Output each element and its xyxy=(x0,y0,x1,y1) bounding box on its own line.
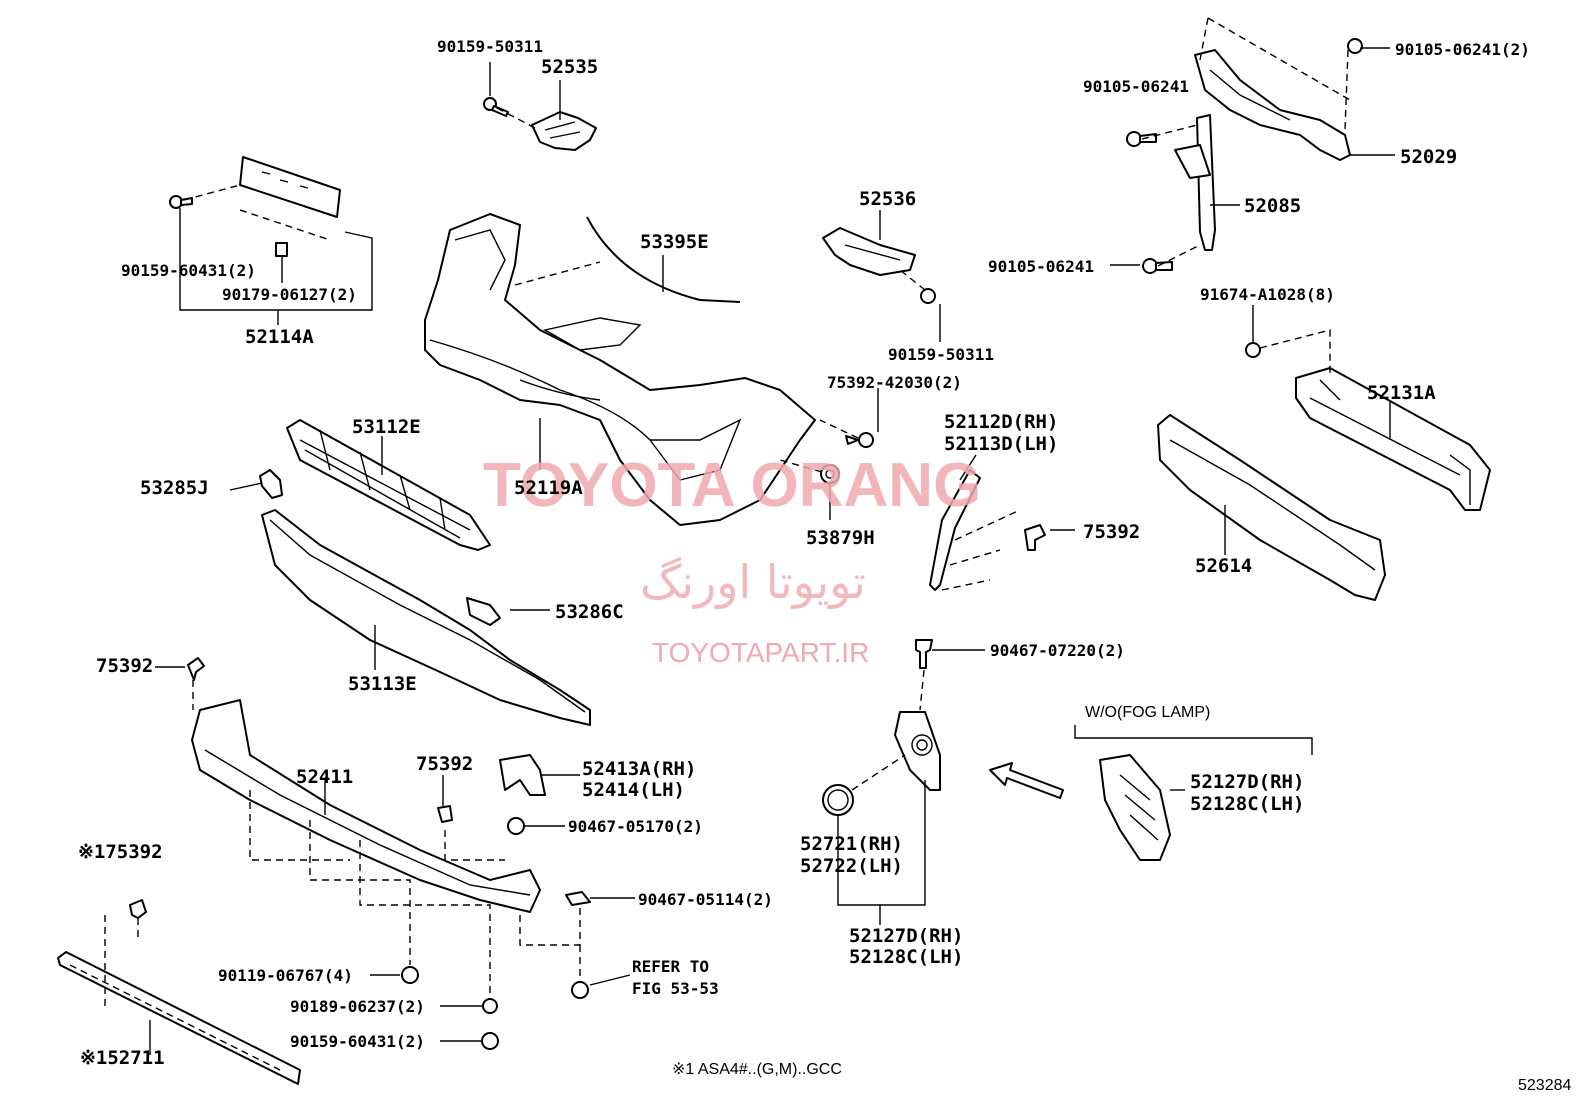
label-52114a: 52114A xyxy=(245,326,314,348)
part-labels: 90159-50311 52535 90159-60431(2) 90179-0… xyxy=(78,37,1571,1094)
part-52614 xyxy=(1157,414,1386,601)
label-52414: 52414(LH) xyxy=(582,779,685,801)
watermark-url: TOYOTAPART.IR xyxy=(652,637,869,668)
nut-53879h xyxy=(820,464,840,484)
label-75392-42030: 75392-42030(2) xyxy=(827,373,962,392)
label-52085: 52085 xyxy=(1244,195,1301,217)
watermark-brand-fa: تویوتا اورنگ xyxy=(640,555,866,610)
part-53112e xyxy=(286,419,491,551)
part-52029 xyxy=(1194,49,1351,161)
clip-90467-05170 xyxy=(507,817,525,835)
part-52536 xyxy=(822,227,936,304)
label-53112e: 53112E xyxy=(352,416,421,438)
label-90179-06127: 90179-06127(2) xyxy=(222,285,357,304)
part-52131a xyxy=(1245,342,1491,511)
label-90105-06241-c: 90105-06241 xyxy=(988,257,1094,276)
label-90119-06767: 90119-06767(4) xyxy=(218,966,353,985)
clip-75392-c xyxy=(437,805,453,823)
label-52711: ※152711 xyxy=(80,1047,165,1069)
label-refer-to: REFER TO xyxy=(632,957,709,976)
part-53285j xyxy=(259,469,283,499)
label-52131a: 52131A xyxy=(1367,382,1436,404)
part-53286c xyxy=(466,597,501,626)
label-52535: 52535 xyxy=(541,56,598,78)
part-52413a xyxy=(499,754,546,796)
label-90159-60431-b: 90159-60431(2) xyxy=(290,1032,425,1051)
label-53286c: 53286C xyxy=(555,601,624,623)
leader-lines xyxy=(149,47,1395,1055)
label-90467-05114: 90467-05114(2) xyxy=(638,890,773,909)
clip-75392-d xyxy=(129,899,147,919)
figure-number: 523284 xyxy=(1518,1077,1571,1094)
label-75392-b: 75392 xyxy=(96,655,153,677)
label-53113e: 53113E xyxy=(348,673,417,695)
label-52128c-a: 52128C(LH) xyxy=(1190,793,1304,815)
label-53285j: 53285J xyxy=(140,477,209,499)
bolts-90105-06241 xyxy=(1126,38,1363,274)
label-90189-06237: 90189-06237(2) xyxy=(290,997,425,1016)
label-91674-a1028: 91674-A1028(8) xyxy=(1200,285,1335,304)
label-52113d: 52113D(LH) xyxy=(944,433,1058,455)
label-90105-06241-a: 90105-06241(2) xyxy=(1395,40,1530,59)
part-wo-fog-cover xyxy=(1099,754,1171,861)
label-52127d-a: 52127D(RH) xyxy=(1190,771,1304,793)
assembly-dash-lines xyxy=(104,17,1351,1010)
part-52411 xyxy=(191,699,541,913)
label-52112d: 52112D(RH) xyxy=(944,411,1058,433)
part-52114a xyxy=(169,156,341,257)
label-52722: 52722(LH) xyxy=(800,855,903,877)
label-52413a: 52413A(RH) xyxy=(582,758,696,780)
part-52119a xyxy=(424,213,816,526)
label-90105-06241-b: 90105-06241 xyxy=(1083,77,1189,96)
part-52085 xyxy=(1174,114,1216,251)
label-90467-07220: 90467-07220(2) xyxy=(990,641,1125,660)
label-52411: 52411 xyxy=(296,766,353,788)
part-52711 xyxy=(57,951,301,1085)
label-53879h: 53879H xyxy=(806,527,875,549)
label-52614: 52614 xyxy=(1195,555,1252,577)
clip-75392-a xyxy=(1024,524,1046,551)
label-75392-a: 75392 xyxy=(1083,521,1140,543)
label-52721: 52721(RH) xyxy=(800,833,903,855)
bolts-lower xyxy=(401,966,589,1050)
label-52029: 52029 xyxy=(1400,146,1457,168)
clip-75392-42030 xyxy=(845,432,874,448)
footnote: ※1 ASA4#..(G,M)..GCC xyxy=(672,1061,842,1078)
label-90159-60431-a: 90159-60431(2) xyxy=(121,261,256,280)
clip-75392-b xyxy=(187,657,205,681)
label-75392-d: ※175392 xyxy=(78,841,163,863)
label-52127d-b: 52127D(RH) xyxy=(849,925,963,947)
screw-90159-50311-top xyxy=(483,97,509,117)
label-52536: 52536 xyxy=(859,188,916,210)
label-75392-c: 75392 xyxy=(416,753,473,775)
arrow-icon xyxy=(989,762,1064,799)
part-fog-bezel xyxy=(894,711,941,791)
part-53395e xyxy=(586,216,741,303)
clip-90467-07220 xyxy=(915,639,933,669)
label-52119a: 52119A xyxy=(514,477,583,499)
label-90159-50311-top: 90159-50311 xyxy=(437,37,543,56)
label-53395e: 53395E xyxy=(640,231,709,253)
label-refer-fig: FIG 53-53 xyxy=(632,979,719,998)
part-52535 xyxy=(531,111,597,151)
clip-90467-05114 xyxy=(565,891,591,906)
label-wo-fog-lamp: W/O(FOG LAMP) xyxy=(1085,704,1210,721)
watermark-brand: TOYOTA ORANG xyxy=(483,451,981,520)
part-52112d xyxy=(929,469,1021,591)
label-90467-05170: 90467-05170(2) xyxy=(568,817,703,836)
part-52721 xyxy=(822,784,854,816)
label-52128c-b: 52128C(LH) xyxy=(849,946,963,968)
label-90159-50311-mid: 90159-50311 xyxy=(888,345,994,364)
part-53113e xyxy=(261,509,591,726)
